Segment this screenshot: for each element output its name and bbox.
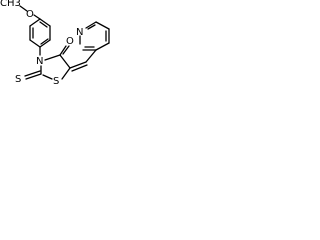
thioxo-bond-2	[24, 70, 41, 77]
bond-n-c4	[44, 54, 61, 61]
thiazolidinone-ring: N S O S	[15, 36, 74, 87]
methoxy-group: CH3 O	[0, 0, 41, 20]
pyridine-bond-3	[95, 21, 110, 30]
bond-ch3-o	[19, 5, 28, 12]
bond-ch-pyridine	[85, 49, 97, 63]
molecule-structure-diagram: CH3 O N S O S	[0, 0, 110, 87]
pyridine-ring: N	[76, 21, 110, 51]
phenyl-bond-1	[29, 18, 41, 27]
pyridine-nitrogen-label: N	[76, 27, 83, 38]
bond-o-aryl	[33, 14, 41, 20]
bond-s1-c2	[42, 74, 53, 80]
methyl-label: CH3	[0, 0, 21, 9]
pyridine-double-bond-b	[87, 24, 96, 30]
thioxo-bond-1	[25, 73, 42, 80]
phenyl-double-bond-b	[40, 38, 49, 45]
phenyl-double-bond-c	[39, 21, 48, 28]
phenyl-bond-6	[39, 18, 51, 27]
carbonyl-bond-1	[59, 45, 67, 56]
carbonyl-oxygen-label: O	[66, 36, 74, 47]
ring-nitrogen-label: N	[36, 56, 43, 67]
methoxyphenyl-ring	[29, 18, 51, 56]
phenyl-bond-3	[29, 39, 41, 48]
thioxo-sulfur-label: S	[15, 74, 21, 85]
exocyclic-double-bond-2	[71, 64, 88, 72]
ring-sulfur-label: S	[53, 76, 59, 87]
carbonyl-bond-2	[62, 45, 70, 55]
methylidene-linker	[69, 49, 97, 72]
bond-c4-c5	[59, 54, 71, 69]
methoxy-oxygen-label: O	[26, 9, 34, 20]
bond-c5-s1	[61, 67, 71, 80]
pyridine-bond-4	[85, 21, 97, 29]
exocyclic-double-bond-1	[69, 61, 87, 69]
pyridine-bond-1	[95, 42, 110, 51]
phenyl-bond-4	[39, 39, 51, 48]
